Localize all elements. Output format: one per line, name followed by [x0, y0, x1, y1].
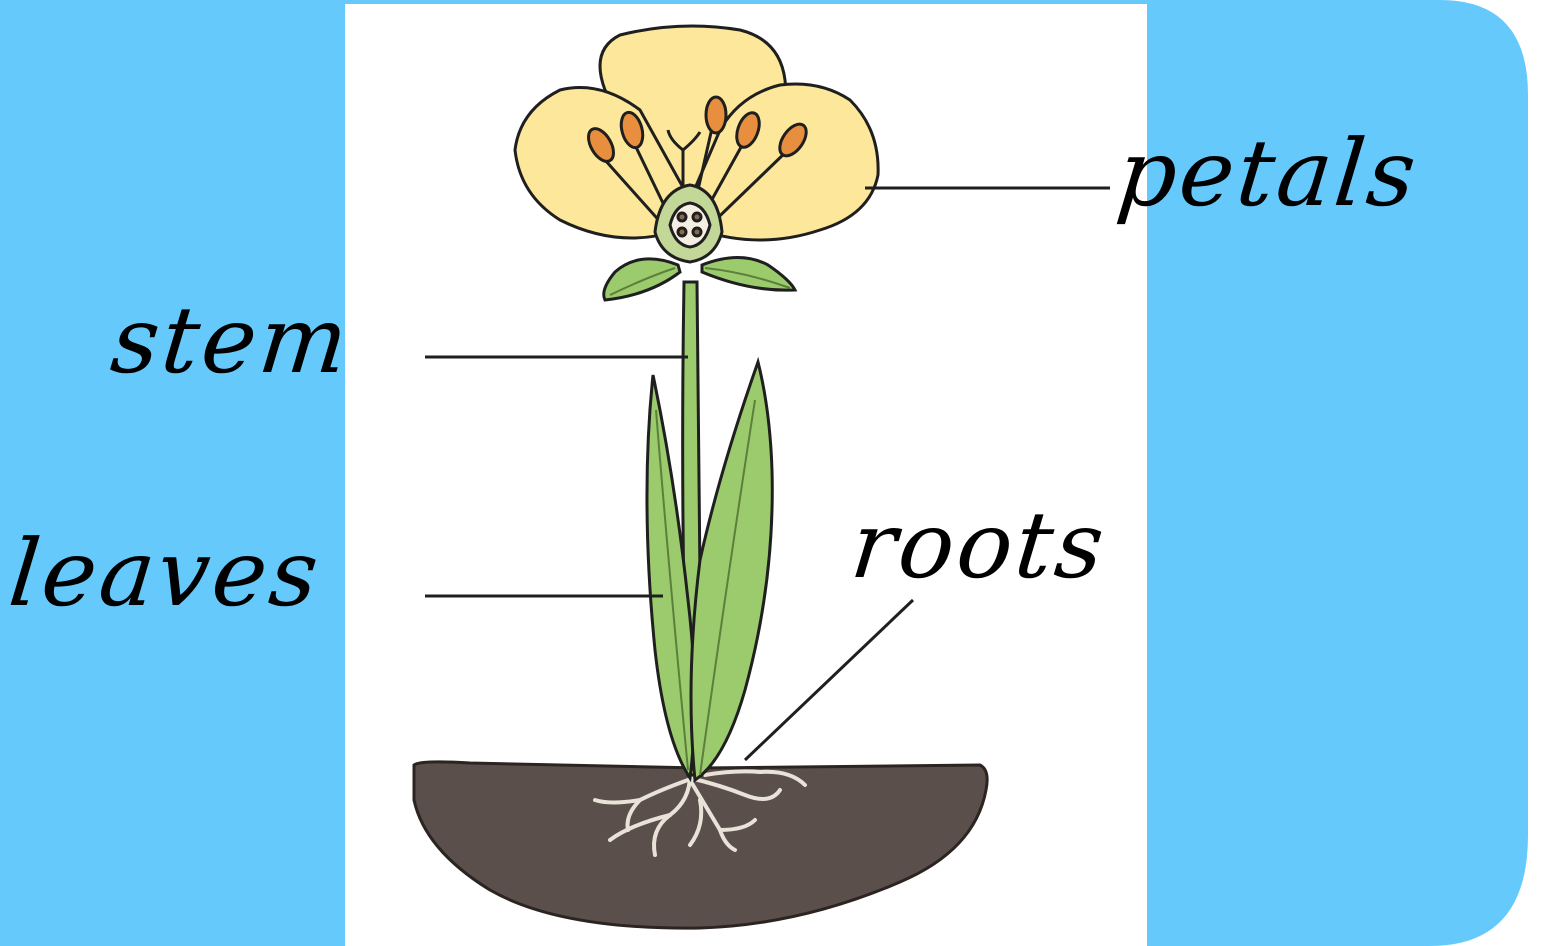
right-leaf — [691, 362, 772, 780]
roots-leader-line — [745, 600, 913, 760]
soil — [414, 762, 987, 928]
label-leaves: leaves — [5, 528, 325, 620]
label-petals: petals — [1113, 128, 1422, 220]
label-stem: stem — [107, 295, 355, 387]
label-roots: roots — [847, 500, 1111, 592]
